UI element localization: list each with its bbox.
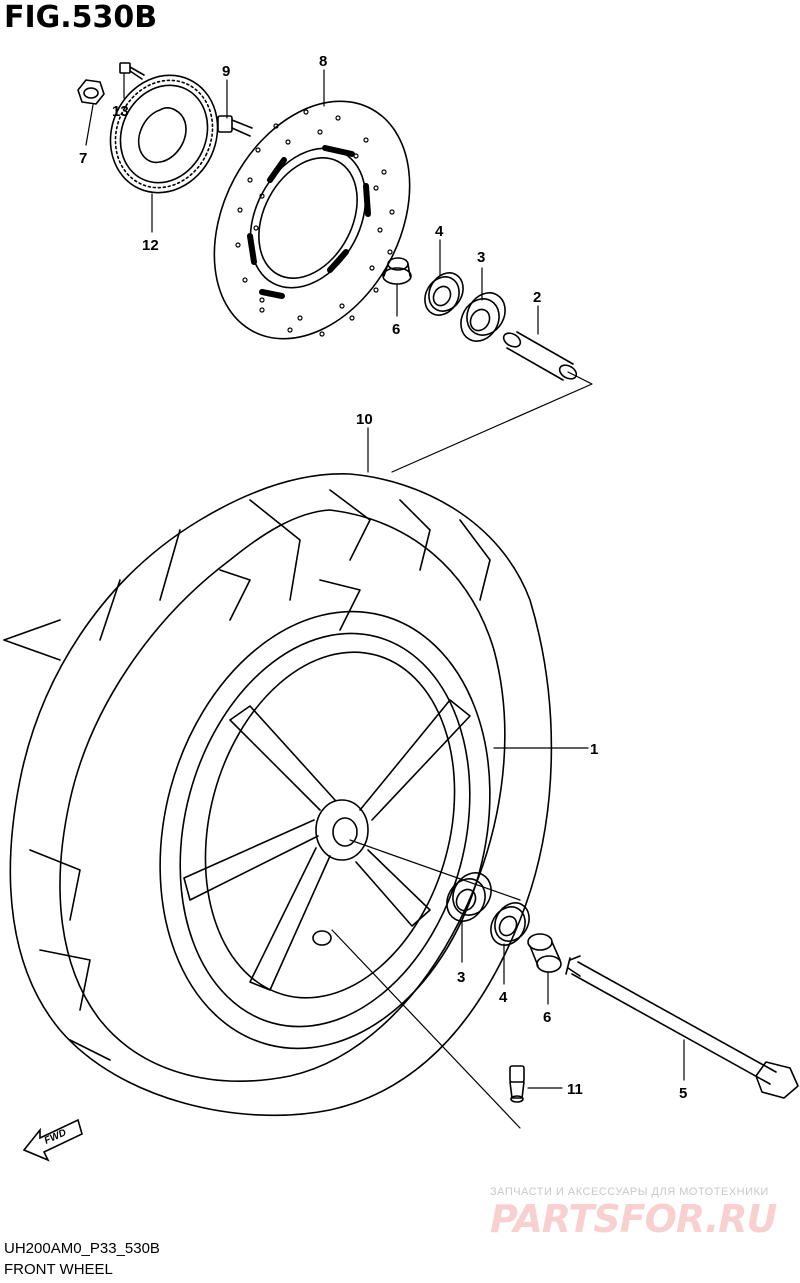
part-collar-6-bottom <box>527 933 562 973</box>
callout-9: 9 <box>222 63 230 80</box>
callout-5: 5 <box>679 1085 687 1102</box>
callout-11: 11 <box>567 1081 583 1098</box>
callout-7: 7 <box>79 150 87 167</box>
part-spacer-2 <box>502 331 578 381</box>
part-nut-7 <box>77 79 105 105</box>
callout-3-bottom: 3 <box>457 969 465 986</box>
part-valve-11 <box>509 1065 525 1103</box>
part-bolt-13 <box>119 62 145 80</box>
part-bearing-4-bottom <box>490 902 530 946</box>
callout-13: 13 <box>112 103 129 120</box>
callout-3-top: 3 <box>477 249 485 266</box>
part-rim-1 <box>159 610 491 1050</box>
part-axle-5 <box>565 955 799 1099</box>
watermark-logo: PARTSFOR.RU <box>490 1197 777 1241</box>
fwd-arrow-icon: FWD <box>22 1118 83 1162</box>
part-sensor-ring-12 <box>109 74 219 194</box>
figure-code: UH200AM0_P33_530B <box>4 1240 160 1257</box>
part-collar-6-top <box>382 257 412 285</box>
part-bearing-3-bottom <box>446 872 492 922</box>
watermark-tagline: ЗАПЧАСТИ И АКСЕССУАРЫ ДЛЯ МОТОТЕХНИКИ <box>490 1186 769 1198</box>
callout-10: 10 <box>356 411 373 428</box>
figure-name: FRONT WHEEL <box>4 1261 113 1278</box>
callout-4-top: 4 <box>435 223 444 240</box>
part-brake-disc-8 <box>213 100 411 340</box>
callout-4-bottom: 4 <box>499 989 508 1006</box>
part-bearing-4-top <box>424 272 464 316</box>
callout-6-bottom: 6 <box>543 1009 551 1026</box>
part-bolt-9 <box>217 115 253 137</box>
callout-1: 1 <box>590 741 598 758</box>
callout-6-top: 6 <box>392 321 400 338</box>
callout-2: 2 <box>533 289 541 306</box>
callout-12: 12 <box>142 237 159 254</box>
part-bearing-3-top <box>460 292 506 342</box>
callout-8: 8 <box>319 53 327 70</box>
figure-title: FIG.530B <box>4 0 158 35</box>
part-tire-10 <box>3 473 553 1117</box>
